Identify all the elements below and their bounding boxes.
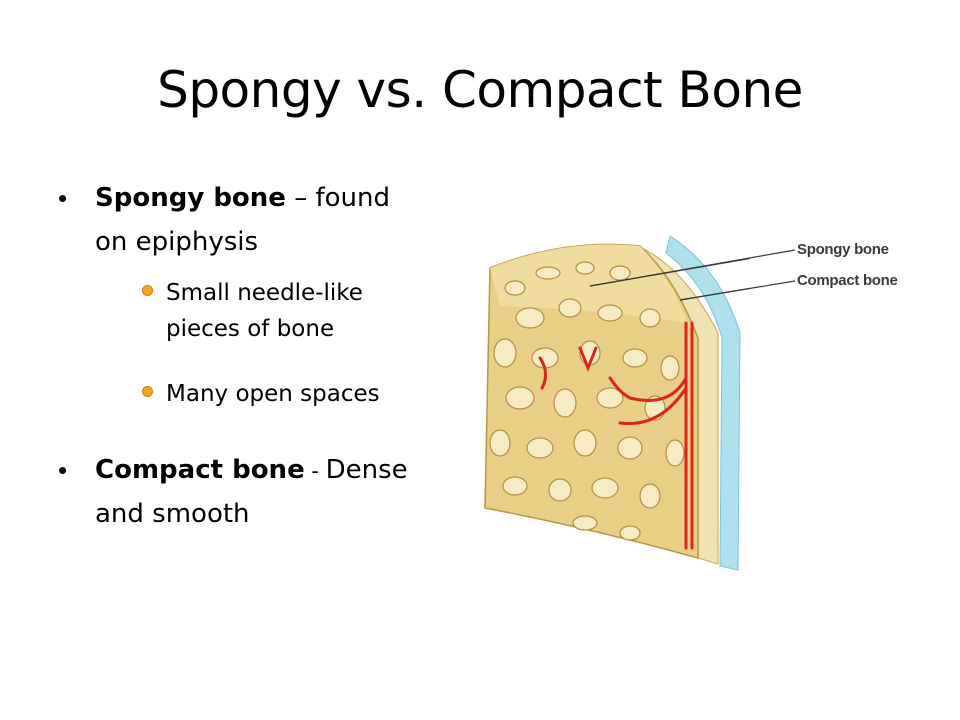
- sub-text-line2: pieces of bone: [166, 316, 335, 342]
- definition-line1: found: [315, 183, 390, 213]
- label-spongy-bone: Spongy bone: [797, 241, 889, 258]
- separator: -: [304, 459, 326, 483]
- definition-line2: on epiphysis: [95, 227, 259, 257]
- slide-title: Spongy vs. Compact Bone: [157, 61, 803, 119]
- bullet-text: Compact bone - Dense: [95, 450, 435, 491]
- bullet-dot: •: [58, 183, 68, 213]
- sub-text-line1: Many open spaces: [166, 381, 380, 407]
- term-compact-bone: Compact bone: [95, 455, 305, 485]
- bullet-dot: •: [58, 455, 68, 485]
- blood-vessels: [538, 321, 694, 550]
- bone-cross-section-illustration: [484, 235, 750, 571]
- separator: –: [285, 183, 316, 213]
- definition-line2: and smooth: [95, 499, 250, 529]
- sub-text-line1: Small needle-like: [166, 280, 363, 306]
- label-compact-bone: Compact bone: [797, 272, 898, 289]
- sub-bullet-dot-icon: [142, 285, 153, 296]
- bullet-text: Spongy bone – found: [95, 178, 435, 218]
- sub-bullet-dot-icon: [142, 386, 153, 397]
- term-spongy-bone: Spongy bone: [95, 183, 286, 213]
- definition-line1: Dense: [325, 455, 408, 485]
